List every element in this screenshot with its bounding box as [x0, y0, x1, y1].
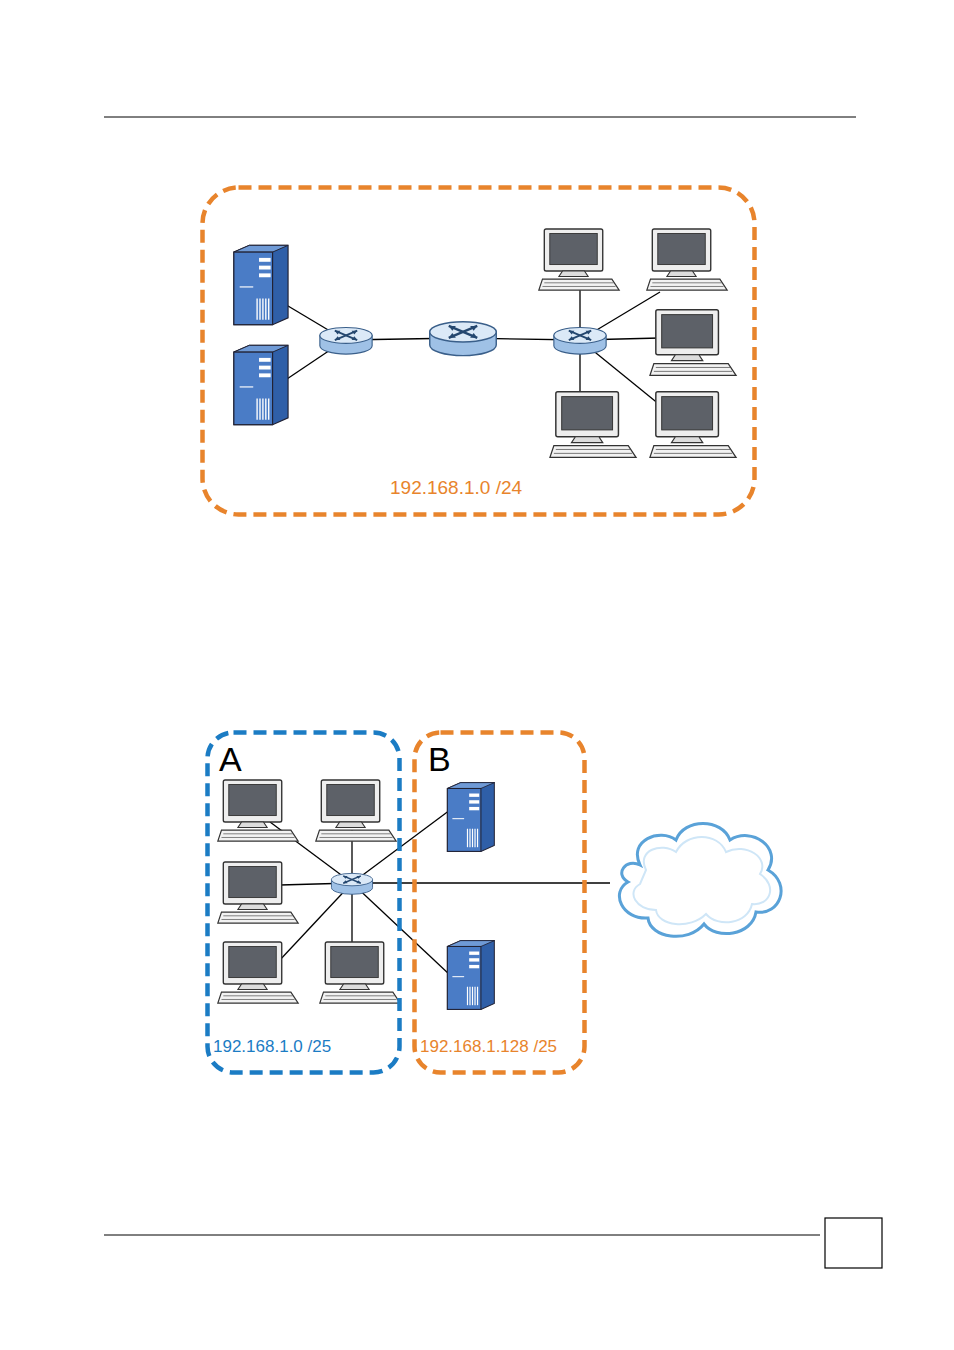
region-letter: B: [428, 740, 451, 779]
dashed-outline: [412, 730, 587, 1075]
region-letter: A: [219, 740, 242, 779]
subnet-region: A 192.168.1.0 /25: [205, 730, 402, 1075]
subnet-address: 192.168.1.0 /25: [213, 1037, 331, 1057]
dashed-border: [208, 733, 400, 1073]
dashed-outline: [200, 185, 757, 517]
subnet-region: B 192.168.1.128 /25: [412, 730, 587, 1075]
subnet-address: 192.168.1.128 /25: [420, 1037, 557, 1057]
subnet-region: 192.168.1.0 /24: [200, 185, 757, 517]
dashed-border: [203, 188, 755, 515]
dashed-border: [415, 733, 585, 1073]
subnet-address: 192.168.1.0 /24: [390, 477, 522, 499]
dashed-outline: [205, 730, 402, 1075]
